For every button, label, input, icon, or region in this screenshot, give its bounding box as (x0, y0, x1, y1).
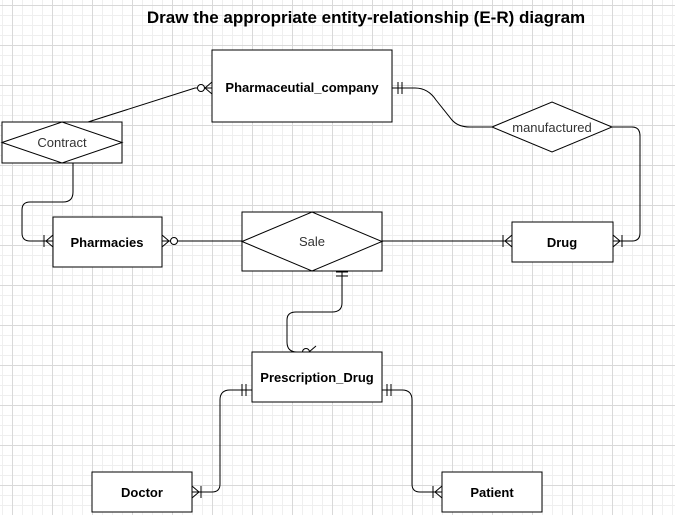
diagram-title: Draw the appropriate entity-relationship… (146, 8, 586, 27)
drug-label: Drug (547, 235, 577, 250)
doctor-label: Doctor (121, 485, 163, 500)
relationship-manufactured[interactable]: manufactured (490, 101, 614, 153)
edge-prescription-doctor (192, 389, 252, 493)
entity-drug[interactable]: Drug (511, 221, 614, 263)
manufactured-label: manufactured (512, 120, 592, 135)
edge-prescription-patient (382, 389, 442, 493)
entity-patient[interactable]: Patient (441, 471, 543, 513)
mark-many-drug-right (612, 234, 623, 248)
contract-label: Contract (37, 135, 87, 150)
mark-zero-many-pharma (197, 81, 213, 95)
pharma-label: Pharmaceutial_company (225, 80, 379, 95)
relationship-contract[interactable]: Contract (0, 121, 124, 164)
entity-pharmacies[interactable]: Pharmacies (52, 216, 163, 268)
entity-prescription-drug[interactable]: Prescription_Drug (251, 351, 383, 403)
patient-label: Patient (470, 485, 514, 500)
mark-many-pharmacies-left (43, 234, 54, 248)
mark-one-one-sale (336, 271, 348, 277)
mark-many-patient (432, 485, 443, 499)
mark-one-one-prescription-right (386, 384, 392, 396)
edge-sale-prescription (286, 271, 343, 353)
edge-manufactured-drug (612, 126, 641, 242)
mark-one-one-prescription-left (241, 384, 247, 396)
mark-zero-many-pharmacies-right (161, 234, 178, 248)
mark-many-doctor (191, 485, 202, 499)
pharmacies-label: Pharmacies (71, 235, 144, 250)
edge-contract-pharmacies (21, 163, 74, 242)
relationship-sale[interactable]: Sale (240, 211, 384, 272)
entity-pharmaceutical-company[interactable]: Pharmaceutial_company (211, 49, 393, 123)
prescription-label: Prescription_Drug (260, 370, 373, 385)
edge-pharma-manufactured (392, 87, 492, 128)
mark-many-drug-left (502, 234, 513, 248)
sale-label: Sale (299, 234, 325, 249)
mark-one-one-pharma (397, 82, 403, 94)
entity-doctor[interactable]: Doctor (91, 471, 193, 513)
edge-contract-pharma (87, 87, 212, 123)
